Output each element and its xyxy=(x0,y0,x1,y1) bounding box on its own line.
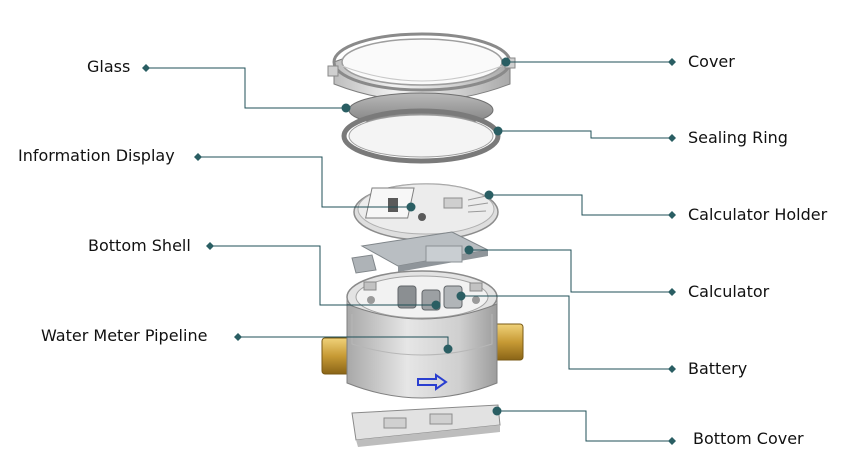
calculator-endpoint xyxy=(464,245,474,255)
calculator-holder-part xyxy=(353,183,499,241)
calculator-label: Calculator xyxy=(688,282,770,301)
information-display-leader xyxy=(198,156,411,208)
bottom-cover-endpoint xyxy=(492,406,502,416)
bottom-shell-leader xyxy=(210,245,436,306)
calculator-holder-leader xyxy=(489,194,672,216)
sealing-ring-marker xyxy=(668,134,676,142)
water-meter-pipeline-marker xyxy=(234,333,242,341)
cover-label: Cover xyxy=(688,52,735,71)
water-meter-pipeline-part xyxy=(321,303,524,399)
bottom-shell-marker xyxy=(206,242,214,250)
cover-part xyxy=(327,32,516,118)
calculator-holder-endpoint xyxy=(484,190,494,200)
information-display-label: Information Display xyxy=(18,146,175,165)
calculator-holder-label: Calculator Holder xyxy=(688,205,828,224)
information-display-endpoint xyxy=(406,202,416,212)
water-meter-pipeline-endpoint xyxy=(443,344,453,354)
leader-markers xyxy=(142,57,676,445)
bottom-shell-label: Bottom Shell xyxy=(88,236,191,255)
bottom-cover-part xyxy=(351,404,501,447)
sealing-ring-part xyxy=(341,108,501,164)
calculator-marker xyxy=(668,288,676,296)
sealing-ring-leader xyxy=(498,130,672,139)
calculator-holder-marker xyxy=(668,211,676,219)
sealing-ring-endpoint xyxy=(493,126,503,136)
battery-leader xyxy=(461,295,672,370)
glass-endpoint xyxy=(341,103,351,113)
bottom-cover-label: Bottom Cover xyxy=(693,429,804,448)
cover-endpoint xyxy=(501,57,511,67)
glass-label: Glass xyxy=(87,57,131,76)
calculator-leader xyxy=(469,249,672,293)
battery-marker xyxy=(668,365,676,373)
bottom-cover-marker xyxy=(668,437,676,445)
battery-endpoint xyxy=(456,291,466,301)
glass-leader xyxy=(146,67,346,109)
bottom-shell-endpoint xyxy=(431,300,441,310)
information-display-marker xyxy=(194,153,202,161)
sealing-ring-label: Sealing Ring xyxy=(688,128,788,147)
bottom-cover-leader xyxy=(497,410,672,442)
battery-label: Battery xyxy=(688,359,748,378)
calculator-part xyxy=(351,231,490,274)
glass-marker xyxy=(142,64,150,72)
leader-lines xyxy=(146,61,672,442)
water-meter-pipeline-label: Water Meter Pipeline xyxy=(41,326,208,345)
cover-marker xyxy=(668,58,676,66)
